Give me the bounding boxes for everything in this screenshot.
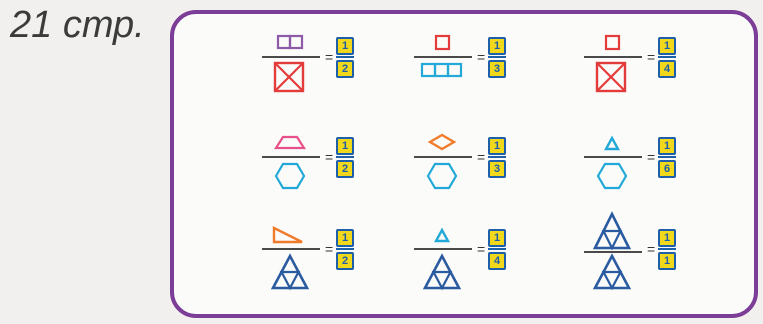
square-icon [434, 34, 451, 51]
subdivided-triangle-icon [592, 253, 632, 291]
result-bar [336, 56, 354, 58]
result-numerator: 1 [658, 229, 676, 247]
equals-sign: = [325, 49, 334, 65]
fraction-bar [262, 156, 320, 158]
fraction-bar [584, 56, 642, 58]
equals-sign: = [647, 49, 656, 65]
result-numerator: 1 [658, 137, 676, 155]
exercise-2: = 1 3 [414, 30, 554, 120]
hexagon-icon [596, 162, 628, 190]
result-numerator: 1 [488, 37, 506, 55]
equals-sign: = [477, 149, 486, 165]
fraction-bar [414, 248, 472, 250]
fraction-bar [584, 251, 642, 253]
result-bar [488, 156, 506, 158]
result-bar [658, 56, 676, 58]
exercise-5: = 1 3 [414, 130, 554, 220]
exercise-8: = 1 4 [414, 222, 554, 312]
hexagon-icon [426, 162, 458, 190]
result-denominator: 2 [336, 60, 354, 78]
rhombus-icon [427, 133, 457, 151]
result-bar [336, 248, 354, 250]
equals-sign: = [325, 149, 334, 165]
three-squares-icon [420, 62, 463, 78]
result-denominator: 4 [488, 252, 506, 270]
square-icon [604, 34, 621, 51]
exercise-7: = 1 2 [262, 222, 402, 312]
result-denominator: 6 [658, 160, 676, 178]
result-numerator: 1 [488, 229, 506, 247]
result-denominator: 4 [658, 60, 676, 78]
equals-sign: = [325, 241, 334, 257]
fraction-bar [584, 156, 642, 158]
result-numerator: 1 [488, 137, 506, 155]
square-with-x-icon [273, 61, 305, 93]
exercise-3: = 1 4 [584, 30, 724, 120]
result-numerator: 1 [658, 37, 676, 55]
subdivided-triangle-icon [422, 253, 462, 291]
result-numerator: 1 [336, 37, 354, 55]
result-bar [488, 56, 506, 58]
trapezoid-icon [273, 135, 307, 150]
equals-sign: = [647, 149, 656, 165]
exercise-panel: = 1 2 = 1 3 = 1 4 [170, 10, 758, 318]
fraction-bar [262, 56, 320, 58]
exercise-6: = 1 6 [584, 130, 724, 220]
exercise-4: = 1 2 [262, 130, 402, 220]
triangle-icon [433, 227, 451, 243]
subdivided-triangle-icon [592, 211, 632, 251]
page-label: 21 стр. [10, 4, 145, 46]
fraction-bar [262, 248, 320, 250]
fraction-bar [414, 56, 472, 58]
equals-sign: = [647, 241, 656, 257]
exercise-1: = 1 2 [262, 30, 402, 120]
equals-sign: = [477, 241, 486, 257]
result-denominator: 2 [336, 252, 354, 270]
exercise-9: = 1 1 [584, 211, 724, 312]
subdivided-triangle-icon [270, 253, 310, 291]
result-denominator: 2 [336, 160, 354, 178]
result-denominator: 3 [488, 160, 506, 178]
fraction-bar [414, 156, 472, 158]
triangle-icon [603, 135, 621, 151]
result-numerator: 1 [336, 137, 354, 155]
result-denominator: 1 [658, 252, 676, 270]
square-with-x-icon [595, 61, 627, 93]
result-bar [658, 156, 676, 158]
result-bar [336, 156, 354, 158]
hexagon-icon [274, 162, 306, 190]
two-squares-icon [276, 34, 304, 50]
right-triangle-icon [272, 226, 303, 244]
result-bar [658, 248, 676, 250]
equals-sign: = [477, 49, 486, 65]
result-numerator: 1 [336, 229, 354, 247]
result-denominator: 3 [488, 60, 506, 78]
result-bar [488, 248, 506, 250]
